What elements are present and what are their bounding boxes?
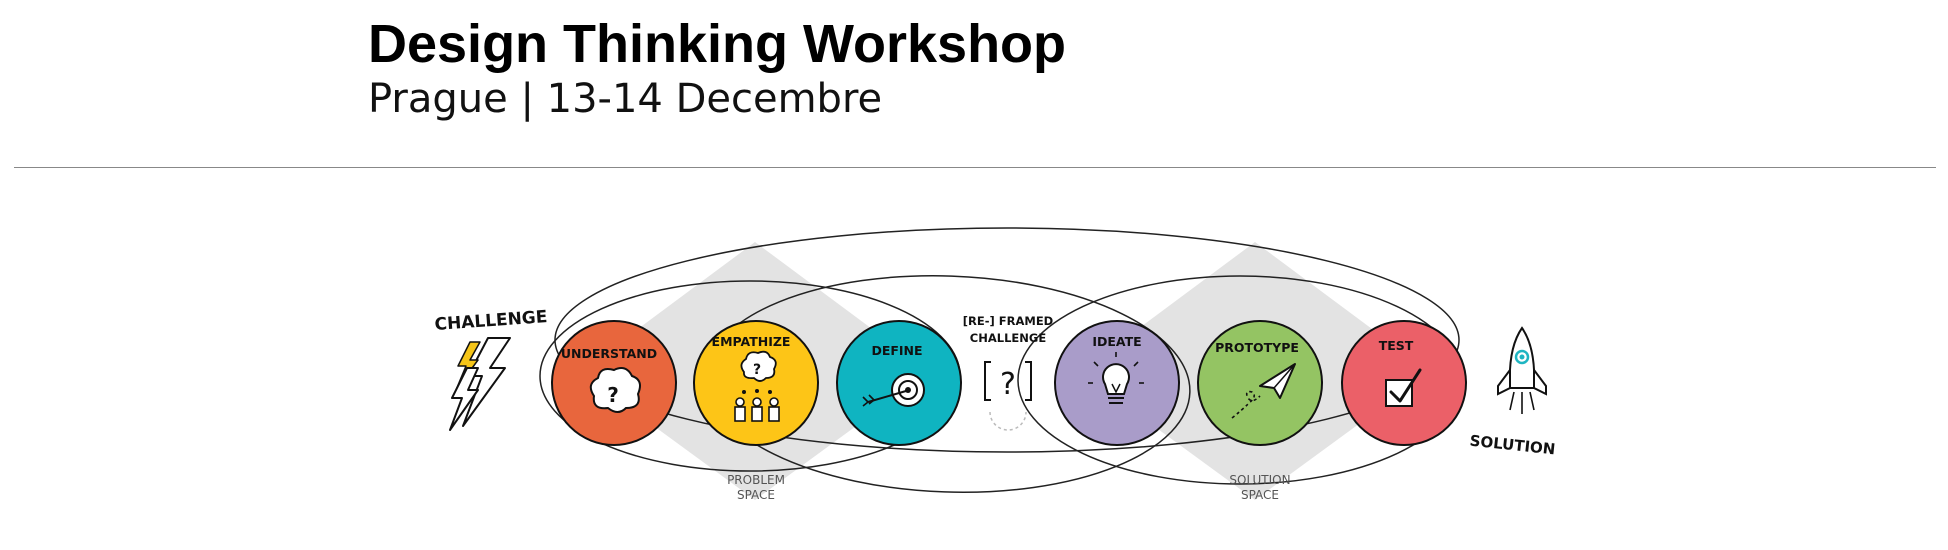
reframed-challenge: [RE-] FRAMED CHALLENGE ? (963, 314, 1053, 431)
solution-space-label-line2: SPACE (1241, 488, 1279, 502)
solution-label: SOLUTION (1469, 432, 1556, 459)
challenge-label: CHALLENGE (434, 307, 548, 335)
paper-plane-icon (1231, 363, 1296, 419)
header: Design Thinking Workshop Prague | 13-14 … (368, 14, 1066, 124)
problem-space-label-line2: SPACE (737, 488, 775, 502)
stage-understand: UNDERSTAND ? (551, 320, 677, 446)
checkbox-icon (1385, 368, 1422, 407)
stage-define: DEFINE (836, 320, 962, 446)
reframed-label-line1: [RE-] FRAMED (963, 314, 1053, 328)
stage-label-ideate: IDEATE (1092, 334, 1141, 349)
target-arrow-icon (862, 373, 925, 407)
reframed-label-line2: CHALLENGE (970, 331, 1047, 345)
problem-space-label-line1: PROBLEM (727, 473, 785, 487)
lightning-icon (449, 337, 511, 431)
stage-circle-empathize (693, 320, 819, 446)
page-title: Design Thinking Workshop (368, 14, 1067, 74)
stage-label-empathize: EMPATHIZE (712, 334, 791, 349)
people-thought-icon: ? (734, 350, 780, 422)
lightbulb-icon (1088, 352, 1144, 404)
stage-label-prototype: PROTOTYPE (1215, 340, 1299, 355)
brain-question-icon: ? (589, 367, 641, 413)
page-subtitle: Prague | 13-14 Decembre (368, 76, 883, 122)
stage-label-understand: UNDERSTAND (561, 346, 657, 361)
stage-empathize: EMPATHIZE ? (693, 320, 819, 446)
solution-space-label-line1: SOLUTION (1229, 473, 1290, 487)
stage-label-define: DEFINE (871, 343, 922, 358)
bracket-question-icon: ? (984, 361, 1032, 431)
rocket-icon (1497, 326, 1547, 414)
stage-circle-prototype (1197, 320, 1323, 446)
reframed-question-mark: ? (1000, 367, 1016, 402)
svg-text:?: ? (607, 383, 619, 407)
stage-label-test: TEST (1379, 338, 1414, 353)
header-divider (14, 167, 1936, 168)
stage-ideate: IDEATE (1054, 320, 1180, 446)
svg-text:?: ? (753, 362, 761, 378)
stage-test: TEST (1341, 320, 1467, 446)
stage-prototype: PROTOTYPE (1197, 320, 1323, 446)
